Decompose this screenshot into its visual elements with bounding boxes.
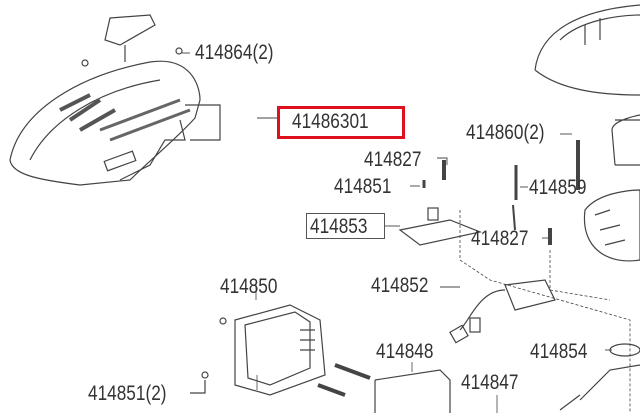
ignition-coil-part	[449, 279, 556, 344]
callout-41486301-highlighted[interactable]: 41486301	[292, 110, 369, 133]
callout-414864[interactable]: 414864(2)	[195, 41, 274, 64]
callout-414851-2[interactable]: 414851(2)	[88, 382, 167, 405]
blower-housing-part	[534, 4, 640, 96]
callout-414854[interactable]: 414854	[530, 340, 588, 363]
seal-part	[609, 343, 640, 357]
highlight-box	[277, 106, 405, 139]
callout-414853[interactable]: 414853	[310, 215, 368, 238]
engine-block-part	[559, 364, 640, 411]
callout-box	[306, 213, 385, 239]
callout-414827[interactable]: 414827	[364, 148, 422, 171]
engine-cover-part	[9, 14, 221, 186]
callout-414860[interactable]: 414860(2)	[466, 121, 545, 144]
callout-414847[interactable]: 414847	[461, 371, 519, 394]
callout-414848[interactable]: 414848	[376, 340, 434, 363]
callout-414851[interactable]: 414851	[334, 175, 392, 198]
callout-414859[interactable]: 414859	[529, 176, 587, 199]
muffler-part	[374, 369, 451, 413]
circuit-board-part	[398, 219, 483, 246]
callout-414827-lower[interactable]: 414827	[471, 227, 529, 250]
flywheel-part	[583, 114, 640, 262]
callout-414850[interactable]: 414850	[220, 275, 278, 298]
muffler-shield-part	[234, 304, 326, 396]
callout-414852[interactable]: 414852	[371, 274, 429, 297]
